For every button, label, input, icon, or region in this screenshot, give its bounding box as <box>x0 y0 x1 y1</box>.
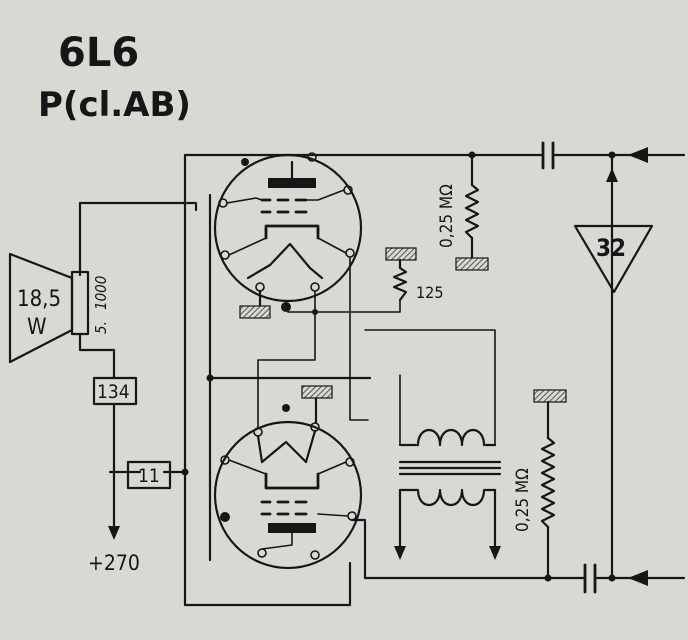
box-134-label: 134 <box>97 381 130 403</box>
amp-gain-label: 32 <box>596 234 626 262</box>
box-11-label: 11 <box>138 465 160 487</box>
capacitor-top <box>541 141 555 170</box>
resistor-bottom: 0,25 MΩ <box>513 389 567 580</box>
transformer <box>394 428 502 560</box>
capacitor-bottom <box>583 563 597 594</box>
speaker-ratio-top: 1000 <box>92 276 110 310</box>
lower-tube <box>213 385 363 570</box>
loudspeaker: 18,5 W 1000 5. <box>8 252 116 380</box>
input-arrow-bottom <box>628 570 686 586</box>
box-134: 134 +270 <box>88 376 140 575</box>
speaker-ratio-bottom: 5. <box>92 321 110 334</box>
cathode-resistor-label: 125 <box>416 283 443 302</box>
input-arrow-top <box>628 147 686 163</box>
resistor-top-label: 0,25 MΩ <box>437 184 457 248</box>
resistor-bottom-label: 0,25 MΩ <box>513 468 533 532</box>
operating-mode: P(cl.AB) <box>38 85 191 125</box>
speaker-power: 18,5 <box>17 287 61 312</box>
resistor-top: 0,25 MΩ <box>437 153 489 271</box>
amplifier-32: 32 <box>573 168 654 294</box>
box-11: 11 <box>126 460 172 490</box>
cathode-resistor-125: 125 <box>385 247 443 302</box>
speaker-unit: W <box>27 315 47 340</box>
tube-title: 6L6 <box>58 30 139 76</box>
supply-voltage: +270 <box>88 551 140 575</box>
upper-tube <box>213 152 363 319</box>
